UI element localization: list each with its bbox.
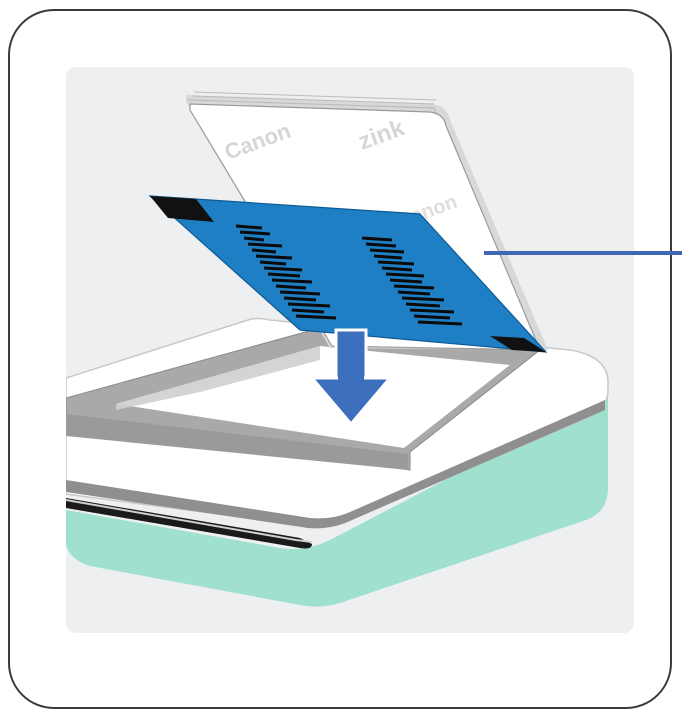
paper-slot-lip	[66, 499, 313, 543]
down-arrow-icon	[310, 328, 392, 426]
sheet-barcode-left	[235, 224, 337, 320]
sheet-corner-mark-bottom-right	[490, 336, 546, 352]
printer-paper-loading-illustration: Canon zink Canon	[66, 91, 682, 607]
paper-tray-inner-shade	[116, 346, 320, 410]
paper-tray-well	[116, 346, 510, 448]
printer-body	[66, 386, 608, 607]
paper-tray-lip	[66, 414, 408, 470]
sheet-corner-mark-top-left	[150, 196, 214, 222]
sheet-barcode-right	[361, 236, 463, 326]
